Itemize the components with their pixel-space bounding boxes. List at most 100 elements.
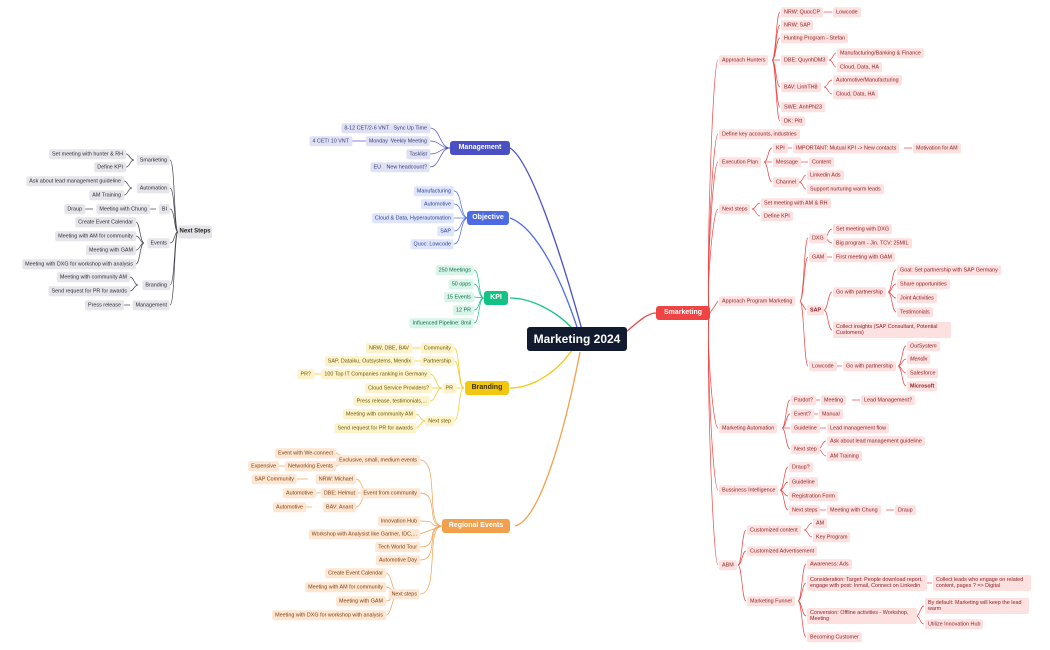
node-sm-dbe[interactable]: DBE: QuynhDM3 [781,55,829,65]
node-re-next-steps[interactable]: Next steps [388,589,420,599]
node-sm-approach-hunters[interactable]: Approach Hunters [719,55,769,65]
node-sm-joint[interactable]: Joint Activities [897,293,937,303]
node-objective-lowcode[interactable]: Quoc: Lowcode [410,239,454,249]
node-sm-important[interactable]: IMPORTANT: Mutual KPI -> New contacts [793,143,900,153]
node-sm-set-meeting-dxg[interactable]: Set meeting with DXG [833,224,893,234]
node-sm-manual[interactable]: Manual [819,409,843,419]
node-re-from-community[interactable]: Event from community [360,488,420,498]
node-branding-next-step[interactable]: Next step [425,416,454,426]
node-ns-meet-dxg[interactable]: Meeting with DXG for workshop with analy… [22,259,136,269]
node-ns-branding[interactable]: Branding [142,280,170,290]
node-ns-bi[interactable]: BI [158,204,170,214]
node-sm-nrw-sap[interactable]: NRW: SAP [781,20,814,30]
node-ns-press-release[interactable]: Press release [85,300,124,310]
node-weekly-meeting[interactable]: Weekly Meeting [385,136,430,146]
node-sync-time[interactable]: 8-12 CET/2-6 VNT [341,123,392,133]
node-re-automotive-1[interactable]: Automotive [283,488,316,498]
node-re-create-calendar[interactable]: Create Event Calendar [325,568,386,578]
node-sm-next-step[interactable]: Next step [791,444,820,454]
node-sm-am-training[interactable]: AM Training [827,451,862,461]
node-sm-first-gam[interactable]: First meeting with GAM [833,252,896,262]
node-sm-guideline[interactable]: Guideline [791,423,820,433]
node-ns-events[interactable]: Events [147,238,170,248]
node-branding-top100[interactable]: 100 Top IT Companies ranking in Germany [321,369,430,379]
node-sm-collect-insights[interactable]: Collect insights (SAP Consultant, Potent… [833,322,951,338]
node-sm-conversion[interactable]: Conversion: Offline activities - Worksho… [807,608,917,624]
node-sm-next-steps[interactable]: Next steps [719,204,751,214]
node-sm-am[interactable]: AM [813,518,828,528]
node-objective-cloud[interactable]: Cloud & Data, Hyperautomation [371,213,454,223]
node-sm-draup[interactable]: Draup [895,505,916,515]
node-sm-outsystem[interactable]: OutSystem [907,341,940,351]
node-sm-dk[interactable]: DK: Pitt [781,116,806,126]
node-ns-meet-gam[interactable]: Meeting with GAM [85,245,136,255]
node-sm-marketing-automation[interactable]: Marketing Automation [719,423,778,433]
node-re-automotive-2[interactable]: Automotive [273,502,306,512]
node-sm-dxg[interactable]: DXG [809,233,827,243]
node-ns-draup[interactable]: Draup [64,204,85,214]
node-re-dbe[interactable]: DBE: Helmut [320,488,358,498]
topic-next-steps[interactable]: Next Steps [178,225,212,239]
node-kpi-pr[interactable]: 12 PR [453,305,474,315]
node-re-meet-am-community[interactable]: Meeting with AM for community [305,582,386,592]
node-ns-meet-community-am[interactable]: Meeting with community AM [56,272,130,282]
node-re-tech-world[interactable]: Tech World Tour [375,542,420,552]
node-re-exclusive[interactable]: Exclusive, small, medium events [336,455,420,465]
node-ns-smarketing[interactable]: Smarketing [136,155,170,165]
node-sm-go-partnership[interactable]: Go with partnership [833,287,886,297]
node-re-expensive[interactable]: Expensive [248,461,279,471]
node-sm-guideline-2[interactable]: Guideline [789,477,818,487]
node-branding-press[interactable]: Press release, testimonials,... [353,396,430,406]
node-sm-customized-ad[interactable]: Customized Advertisement [747,546,818,556]
node-ns-create-calendar[interactable]: Create Event Calendar [75,217,136,227]
node-objective-automotive[interactable]: Automotive [421,199,454,209]
topic-management[interactable]: Management [450,141,510,155]
node-sm-awareness[interactable]: Awareness: Ads [807,559,852,569]
node-re-weconnect[interactable]: Event with We-connect [274,448,336,458]
node-sm-microsoft[interactable]: Microsoft [907,381,938,391]
node-sm-motivation[interactable]: Motivation for AM [913,143,961,153]
node-sm-approach-program[interactable]: Approach Program Marketing [719,296,796,306]
node-sm-marketing-funnel[interactable]: Marketing Funnel [747,596,795,606]
node-sm-go-partnership-2[interactable]: Go with partnership [843,361,896,371]
node-branding-partnership-val[interactable]: SAP, Dataiku, Outsystems, Mendix [324,356,414,366]
node-sm-big-program[interactable]: Big program - Jin. TCV: 25MIL [833,238,912,248]
node-sm-hunting[interactable]: Hunting Program - Stefan [781,33,849,43]
node-sm-meeting[interactable]: Meeting [821,395,847,405]
node-re-innovation-hub[interactable]: Innovation Hub [377,516,420,526]
node-sm-registration[interactable]: Registration Form [789,491,838,501]
topic-objective[interactable]: Objective [467,211,509,225]
node-ns-meet-am-community[interactable]: Meeting with AM for community [55,231,136,241]
node-branding-community[interactable]: Community [420,343,454,353]
node-ns-ask-lead[interactable]: Ask about lead management guideline [26,176,124,186]
node-re-meet-dxg[interactable]: Meeting with DXG for workshop with analy… [272,610,386,620]
node-ns-automation[interactable]: Automation [136,183,170,193]
node-branding-send-pr[interactable]: Send request for PR for awards [334,423,416,433]
node-sm-bav[interactable]: BAV: LinhTH8 [781,82,821,92]
node-sm-manufacturing-banking[interactable]: Manufacturing/Banking & Finance [837,48,924,58]
node-sm-ask-lead[interactable]: Ask about lead management guideline [827,436,925,446]
node-sm-swe[interactable]: SWE: AnhPN23 [781,102,826,112]
node-sm-define-kpi[interactable]: Define KPI [761,211,793,221]
node-re-workshop-analyst[interactable]: Workshop with Analysist like Gartner, ID… [308,529,420,539]
node-sm-mendix[interactable]: Mendix [907,354,931,364]
node-sm-content[interactable]: Content [809,157,834,167]
node-re-nrw[interactable]: NRW: Michael [315,474,356,484]
node-sm-consideration[interactable]: Consideration: Target: People download r… [807,575,927,591]
node-sm-lowcode-branch[interactable]: Lowcode [809,361,837,371]
node-ns-am-training[interactable]: AM Training [89,190,124,200]
node-sm-key-program[interactable]: Key Program [813,532,851,542]
node-monday[interactable]: Monday [365,136,391,146]
topic-branding[interactable]: Branding [465,381,509,395]
node-sm-lowcode[interactable]: Lowcode [833,7,861,17]
node-sm-gam[interactable]: GAM [809,252,828,262]
node-branding-pr[interactable]: PR [442,383,456,393]
node-sm-share-opps[interactable]: Share opportunities [897,279,950,289]
node-re-meet-gam[interactable]: Meeting with GAM [335,596,386,606]
node-sm-channel[interactable]: Channel [773,177,800,187]
node-sm-testimonials[interactable]: Testimonials [897,307,933,317]
node-sm-cloud-ha-1[interactable]: Cloud, Data, HA [837,62,882,72]
node-branding-meet-community[interactable]: Meeting with community AM [342,409,416,419]
node-sm-next-steps-2[interactable]: Next steps [789,505,821,515]
node-sm-abm[interactable]: ABM [719,560,737,570]
